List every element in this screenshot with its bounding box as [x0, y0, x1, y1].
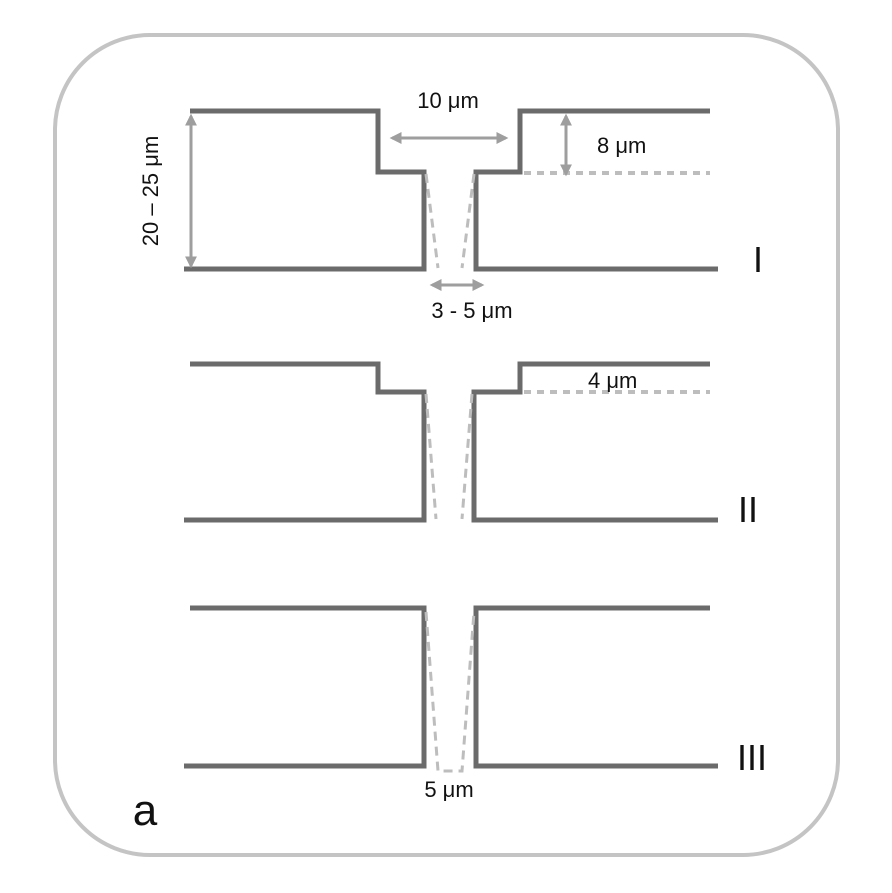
profile-I-left-wall [184, 108, 427, 272]
panel-letter: a [133, 786, 158, 835]
profile-II-taper-left [424, 393, 438, 520]
profile-II-left-wall [184, 361, 427, 523]
profile-I-step-depth-label: 8 μm [597, 133, 646, 158]
panel-frame [53, 33, 840, 857]
profile-III-taper [424, 611, 476, 773]
profile-III-tip-width-label: 5 μm [424, 777, 473, 802]
profile-II: 4 μm II [184, 361, 758, 530]
profile-I-taper-left [424, 173, 440, 269]
profile-I-taper-right [460, 173, 476, 269]
profile-II-right-wall [471, 361, 718, 523]
profile-III-right-wall [473, 605, 718, 769]
profile-II-roman-label: II [738, 489, 758, 530]
profile-I-right-wall [473, 108, 718, 272]
profile-III-left-wall [184, 605, 427, 769]
profile-I: 10 μm 8 μm 20 – 25 μm 3 - 5 μm I [138, 88, 763, 323]
profile-I-total-depth-label: 20 – 25 μm [138, 136, 163, 247]
profile-II-taper-right [460, 393, 474, 520]
profile-I-tip-width-label: 3 - 5 μm [431, 298, 512, 323]
profile-I-roman-label: I [753, 239, 763, 280]
profile-III: 5 μm III [184, 605, 767, 802]
profile-I-opening-width-label: 10 μm [417, 88, 479, 113]
profile-III-roman-label: III [737, 737, 767, 778]
profile-II-step-depth-label: 4 μm [588, 368, 637, 393]
